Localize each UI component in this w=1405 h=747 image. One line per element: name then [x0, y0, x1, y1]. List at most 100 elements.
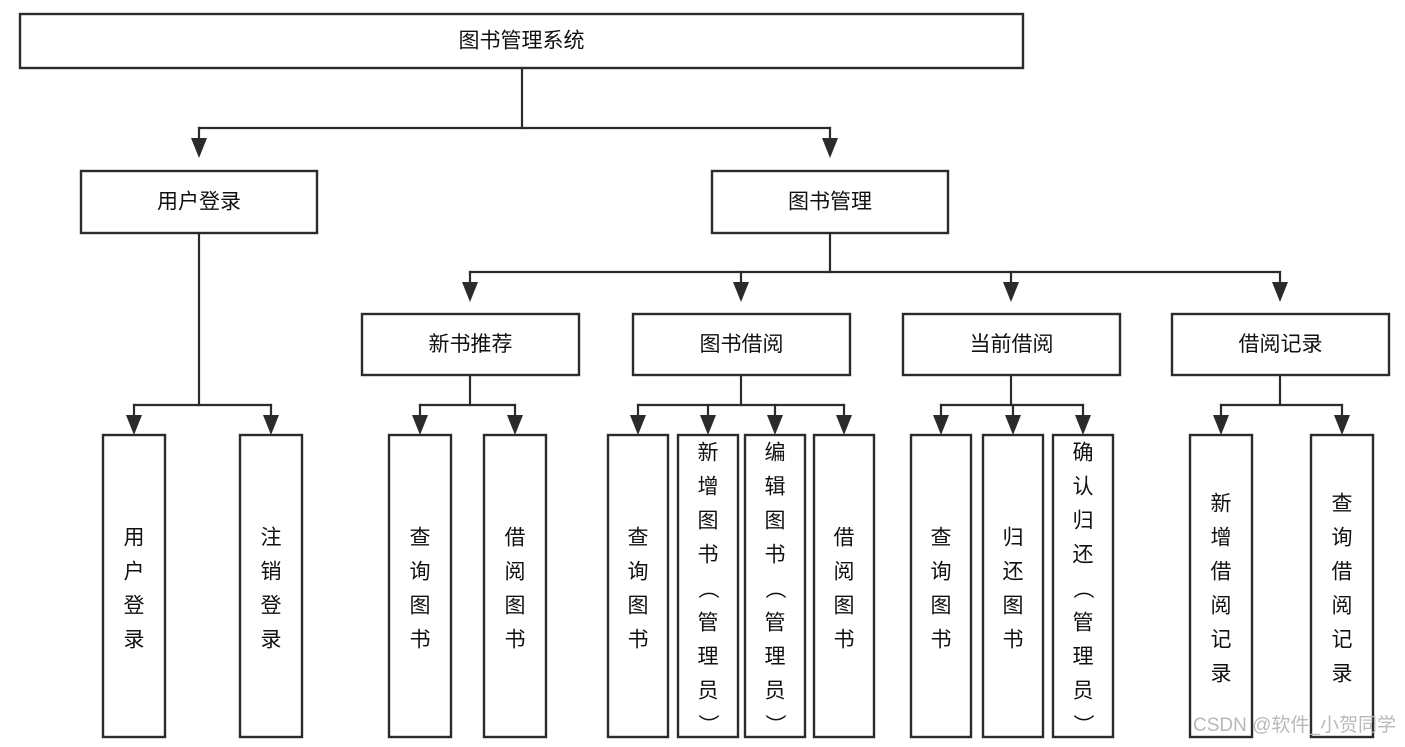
node-current-borrow[interactable]: 当前借阅 — [901, 312, 1122, 377]
arrow-head-icon — [462, 282, 478, 302]
node-label-char: 销 — [261, 561, 282, 584]
node-label-char: 图 — [698, 510, 719, 533]
node-label-char: 增 — [698, 476, 719, 499]
node-box[interactable] — [676, 433, 740, 739]
node-box[interactable] — [360, 312, 581, 377]
node-label-char: 书 — [505, 629, 526, 652]
arrow-head-icon — [767, 415, 783, 435]
node-box[interactable] — [909, 433, 973, 739]
node-box[interactable] — [238, 433, 304, 739]
node-box[interactable] — [79, 169, 319, 235]
node-box[interactable] — [1188, 433, 1254, 739]
node-label-char: 书 — [765, 544, 786, 567]
arrow-head-icon — [933, 415, 949, 435]
node-label-char: 阅 — [834, 561, 855, 584]
csdn-watermark: CSDN @软件_小贺同学 — [1193, 714, 1396, 736]
arrow-head-icon — [1334, 415, 1350, 435]
node-book-manage[interactable]: 图书管理 — [710, 169, 950, 235]
node-label-char: 理 — [698, 646, 719, 669]
node-label-char: 录 — [1332, 663, 1353, 686]
arrow-head-icon — [1213, 415, 1229, 435]
node-label-char: 询 — [410, 561, 431, 584]
node-label-char: 员 — [765, 680, 786, 703]
node-label-char: 书 — [698, 544, 719, 567]
node-box[interactable] — [482, 433, 548, 739]
node-new-book-recommend[interactable]: 新书推荐 — [360, 312, 581, 377]
node-label-char: 查 — [931, 527, 952, 550]
arrow-head-icon — [412, 415, 428, 435]
node-label-char: 登 — [261, 595, 282, 618]
node-root[interactable]: 图书管理系统 — [18, 12, 1025, 70]
node-label-char: 确 — [1073, 442, 1094, 465]
node-box[interactable] — [387, 433, 453, 739]
node-label-char: 录 — [261, 629, 282, 652]
node-leaf-user-login[interactable]: 用户登录 — [101, 433, 167, 739]
node-label-char: 询 — [1332, 527, 1353, 550]
node-label-char: 记 — [1211, 629, 1232, 652]
arrow-head-icon — [1005, 415, 1021, 435]
node-box[interactable] — [710, 169, 950, 235]
node-label-char: ） — [696, 714, 719, 735]
node-label-char: 图 — [1003, 595, 1024, 618]
node-label-char: 图 — [931, 595, 952, 618]
node-box[interactable] — [18, 12, 1025, 70]
arrow-head-icon — [126, 415, 142, 435]
node-label-char: 阅 — [1332, 595, 1353, 618]
arrow-head-icon — [733, 282, 749, 302]
node-borrow-record[interactable]: 借阅记录 — [1170, 312, 1391, 377]
node-label: 新书推荐 — [429, 333, 513, 356]
node-user-login[interactable]: 用户登录 — [79, 169, 319, 235]
node-label-char: 户 — [124, 561, 145, 584]
node-label: 当前借阅 — [970, 333, 1054, 356]
node-label-char: ） — [763, 714, 786, 735]
arrow-head-icon — [507, 415, 523, 435]
node-label-char: 员 — [698, 680, 719, 703]
node-label: 图书借阅 — [700, 333, 784, 356]
node-label: 图书管理系统 — [459, 30, 585, 53]
node-box[interactable] — [606, 433, 670, 739]
node-box[interactable] — [631, 312, 852, 377]
node-label-char: 询 — [628, 561, 649, 584]
node-label-char: 书 — [834, 629, 855, 652]
arrow-head-icon — [191, 138, 207, 158]
node-label-char: 录 — [124, 629, 145, 652]
node-label: 图书管理 — [788, 191, 872, 214]
connector-userlogin-to-leaves — [126, 231, 279, 435]
node-label-char: 编 — [765, 442, 786, 465]
node-box[interactable] — [812, 433, 876, 739]
node-label-char: 询 — [931, 561, 952, 584]
node-label-char: 查 — [410, 527, 431, 550]
node-label-char: 图 — [505, 595, 526, 618]
node-box[interactable] — [1309, 433, 1375, 739]
node-label-char: 管 — [765, 612, 786, 635]
node-label-char: 图 — [765, 510, 786, 533]
node-box[interactable] — [981, 433, 1045, 739]
node-box[interactable] — [101, 433, 167, 739]
node-label: 借阅记录 — [1239, 333, 1323, 356]
node-box[interactable] — [1051, 433, 1115, 739]
arrow-head-icon — [1272, 282, 1288, 302]
node-label-char: 还 — [1003, 561, 1024, 584]
node-label-char: 管 — [1073, 612, 1094, 635]
node-label-char: 书 — [628, 629, 649, 652]
node-box[interactable] — [901, 312, 1122, 377]
arrow-head-icon — [1075, 415, 1091, 435]
node-box[interactable] — [743, 433, 807, 739]
node-label-char: （ — [763, 578, 786, 599]
node-book-borrow[interactable]: 图书借阅 — [631, 312, 852, 377]
node-label-char: 辑 — [765, 476, 786, 499]
node-box[interactable] — [1170, 312, 1391, 377]
